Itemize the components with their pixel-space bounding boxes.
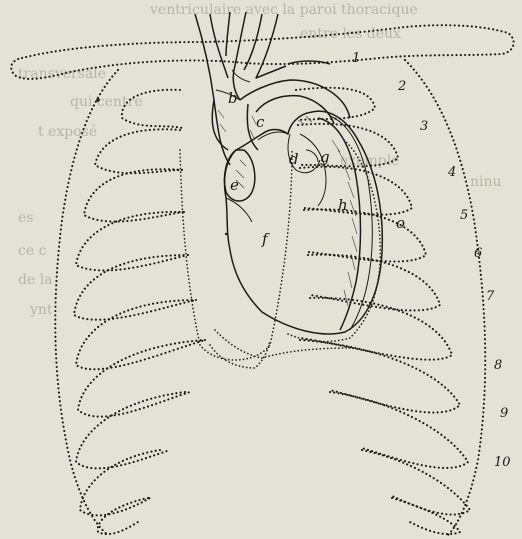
bleed-line-1: ventriculaire avec la paroi thoracique xyxy=(149,2,418,18)
label-d: d xyxy=(289,150,299,168)
rib-number-3: 3 xyxy=(420,119,428,134)
ink-speck xyxy=(96,98,100,102)
heart-shading xyxy=(218,110,357,306)
bleed-line-10: de la xyxy=(18,272,53,288)
rib-number-4: 4 xyxy=(447,165,456,180)
label-b: b xyxy=(228,89,238,107)
rib-number-9: 9 xyxy=(500,406,508,421)
label-g: g xyxy=(320,148,330,166)
bleed-line-5: t exposé xyxy=(38,124,97,140)
bleed-line-9: ce c xyxy=(18,243,47,259)
label-c: c xyxy=(256,113,265,131)
rib-number-5: 5 xyxy=(460,208,468,223)
rib-number-6: 6 xyxy=(474,246,482,261)
ink-speck xyxy=(225,233,227,235)
rib-number-10: 10 xyxy=(494,455,511,470)
bleed-through-text: ventriculaire avec la paroi thoracique e… xyxy=(18,2,502,318)
bleed-line-11: ynt xyxy=(29,302,53,318)
rib-number-8: 8 xyxy=(494,358,502,373)
label-h: h xyxy=(338,196,348,214)
bleed-line-8: es xyxy=(18,210,33,226)
bleed-line-7: ninu xyxy=(470,174,502,190)
label-f: f xyxy=(261,230,270,248)
heart-outline xyxy=(224,111,382,334)
left-ribs xyxy=(296,60,485,535)
label-o: o xyxy=(396,214,405,232)
bleed-line-4: qui centre xyxy=(70,94,143,110)
label-e: e xyxy=(230,176,239,194)
rib-number-2: 2 xyxy=(397,79,406,94)
rib-number-7: 7 xyxy=(486,289,495,304)
heart xyxy=(218,110,382,341)
rib-number-1: 1 xyxy=(352,51,360,66)
